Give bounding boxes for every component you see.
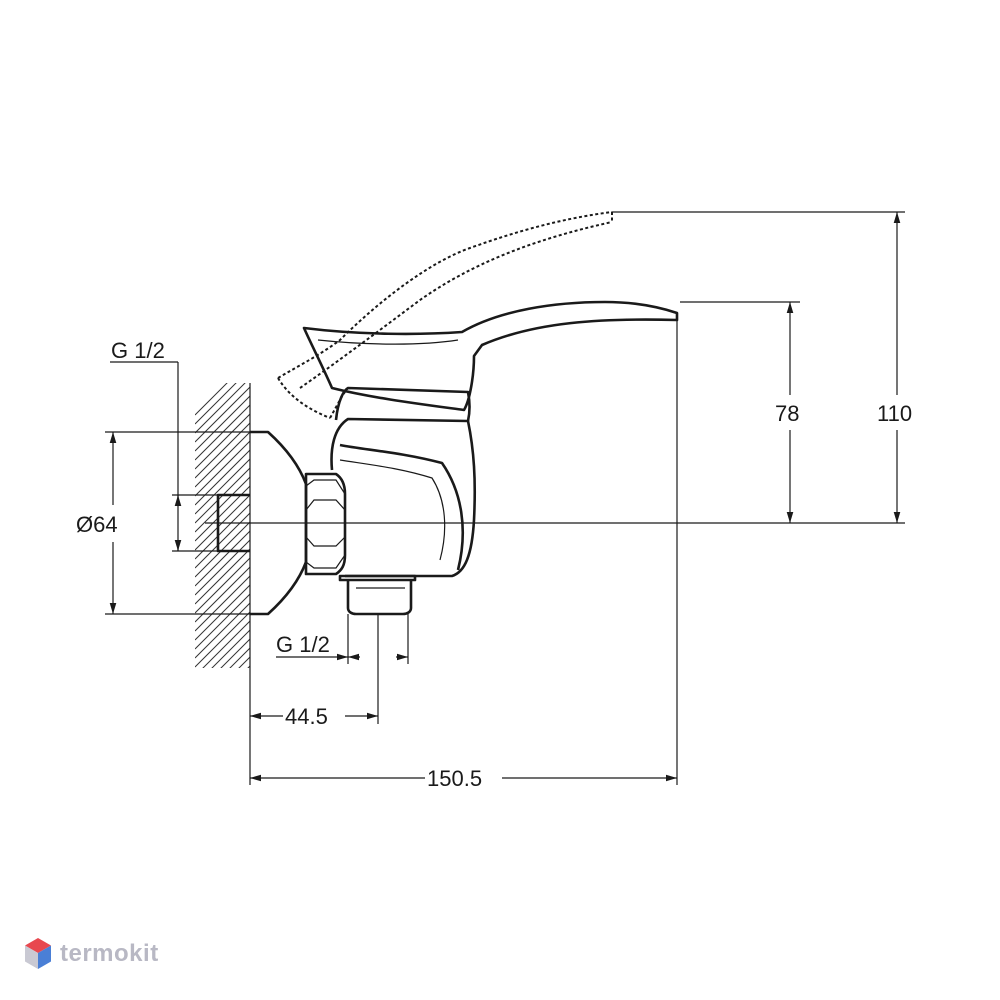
hatch-line (195, 675, 250, 730)
hatch-line (195, 539, 250, 596)
hatch-line (195, 395, 250, 452)
hatch-line (195, 684, 250, 739)
wall-hatching (195, 383, 250, 766)
hatch-line (195, 449, 250, 506)
dimension-thread-top: G 1/2 (110, 338, 218, 552)
hatch-line (195, 602, 250, 659)
hatch-line (247, 665, 250, 668)
label-length: 150.5 (427, 766, 482, 791)
label-offset: 44.5 (285, 704, 328, 729)
hatch-line (211, 629, 250, 668)
hatch-line (195, 584, 250, 641)
label-diameter: Ø64 (76, 512, 118, 537)
brand-watermark: termokit (24, 934, 159, 974)
hatch-line (195, 548, 250, 605)
hex-nut (304, 472, 347, 576)
dimension-thread-bottom: G 1/2 (276, 614, 409, 664)
dimension-spout-height: 78 (680, 301, 800, 523)
hatch-line (195, 530, 250, 587)
dimension-length: 150.5 (250, 320, 678, 791)
hatch-line (195, 693, 250, 748)
hatch-line (195, 575, 250, 632)
bottom-outlet (338, 574, 417, 616)
lever-raised-position (277, 211, 613, 419)
dimension-total-height: 110 (612, 211, 912, 523)
dimension-offset: 44.5 (250, 614, 379, 729)
hatch-line (195, 702, 250, 757)
hatch-line (195, 383, 237, 425)
hatch-line (195, 440, 250, 497)
hatch-line (195, 512, 250, 569)
lever-handle-inner (317, 339, 459, 345)
hatch-line (195, 557, 250, 614)
hatch-line (195, 711, 250, 766)
hatch-line (202, 620, 250, 668)
hatch-line (238, 656, 250, 668)
hatch-line (195, 611, 250, 668)
termokit-logo-icon (25, 938, 51, 969)
hatch-line (220, 638, 250, 668)
label-thread-bottom: G 1/2 (276, 632, 330, 657)
hatch-line (195, 566, 250, 623)
hatch-line (195, 413, 250, 470)
hatch-line (195, 383, 228, 416)
hatch-line (229, 647, 250, 668)
dimension-diameter: Ø64 (76, 431, 268, 615)
inlet-pipe (216, 493, 250, 553)
hatch-line (195, 431, 250, 488)
hatch-line (195, 593, 250, 650)
hatch-line (195, 383, 246, 434)
hatch-line (195, 458, 250, 515)
hatch-line (195, 422, 250, 479)
lever-handle (302, 300, 679, 412)
hatch-line (195, 521, 250, 578)
hatch-line (195, 386, 250, 443)
hatch-line (195, 476, 250, 533)
cartridge-cap (334, 386, 471, 422)
label-thread-top: G 1/2 (111, 338, 165, 363)
hatch-line (195, 503, 250, 560)
label-spout-height: 78 (775, 401, 799, 426)
mixer-body (330, 417, 477, 578)
brand-name: termokit (60, 940, 159, 967)
label-total-height: 110 (877, 401, 912, 426)
